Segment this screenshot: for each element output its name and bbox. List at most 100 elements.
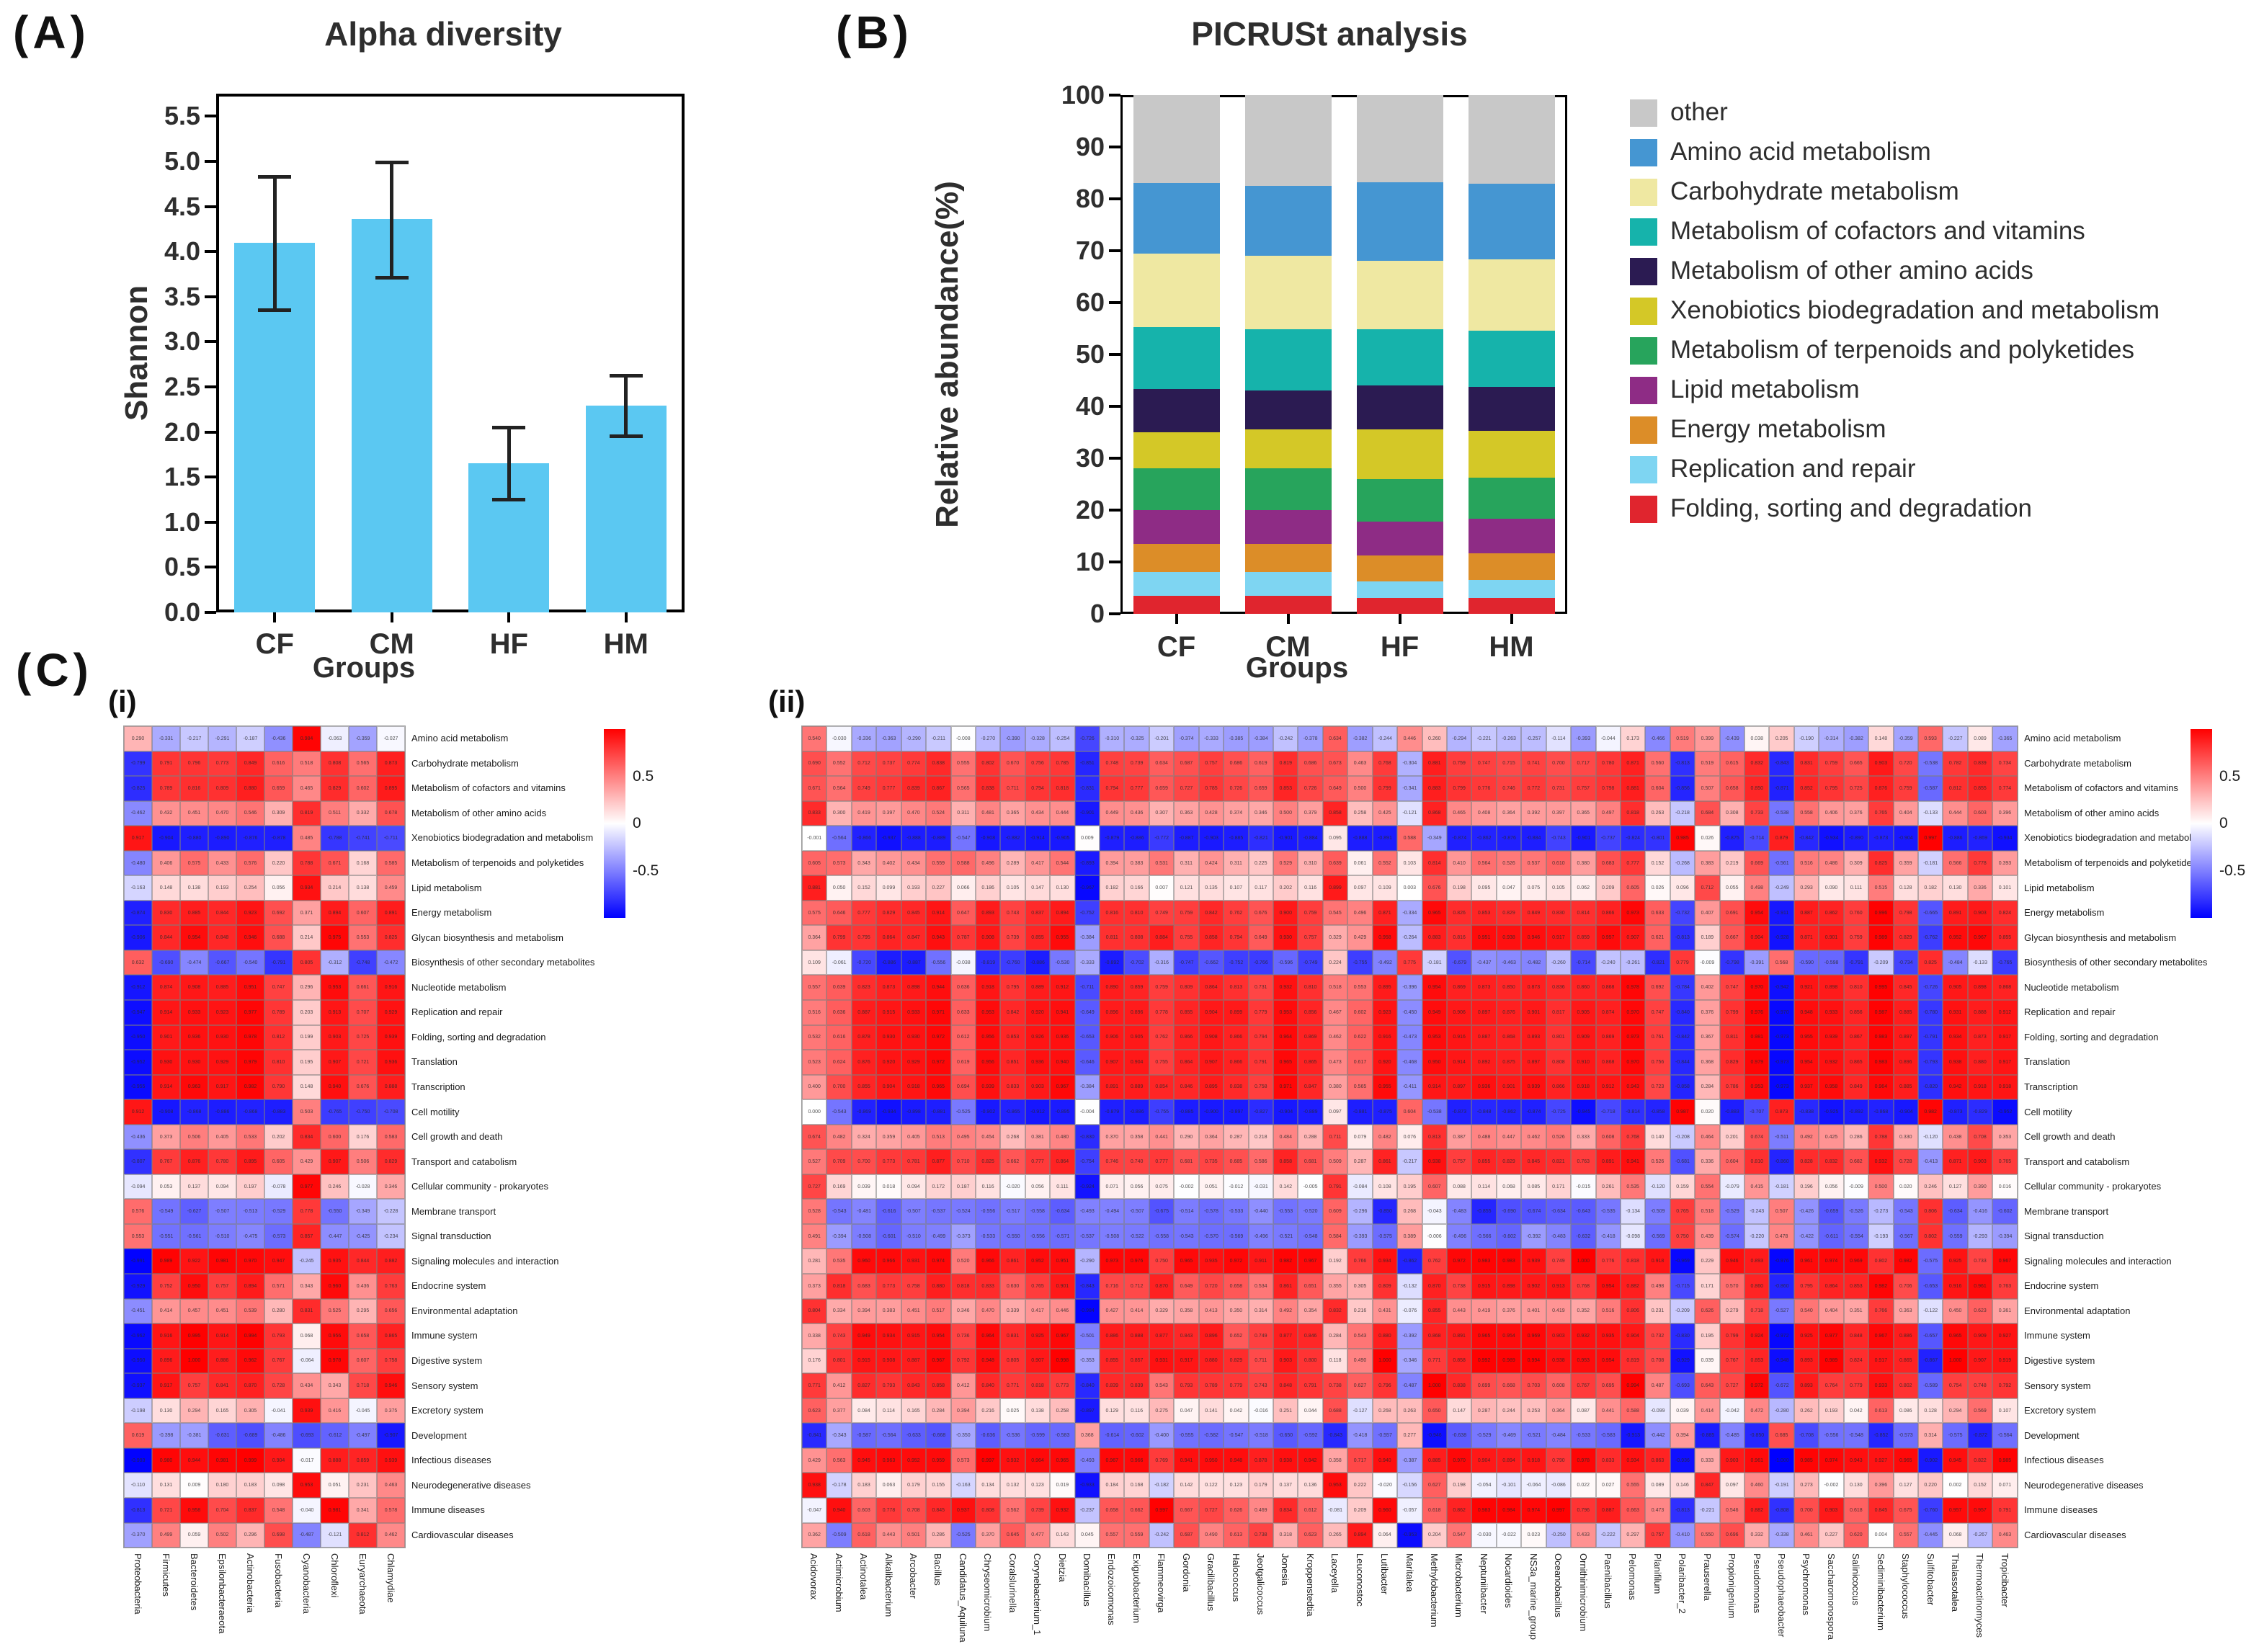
heatmap-cell: 0.965	[1471, 1323, 1497, 1349]
heatmap-cell: 0.946	[236, 925, 264, 950]
heatmap-cell: 0.734	[1992, 751, 2018, 777]
heatmap-cell: 0.955	[1050, 925, 1075, 950]
heatmap-cell: 0.777	[851, 900, 877, 926]
heatmap-cell: 0.439	[1695, 1223, 1720, 1249]
heatmap-cell: 0.718	[1744, 1298, 1770, 1324]
heatmap-cell: -0.807	[124, 1149, 152, 1174]
heatmap-column-label: Halococcus	[1230, 1553, 1242, 1602]
heatmap-cell: -0.945	[1571, 1099, 1596, 1125]
heatmap-cell: -0.567	[1893, 1223, 1918, 1249]
heatmap-cell: 0.739	[1124, 751, 1149, 777]
heatmap-cell: 0.108	[1372, 1174, 1398, 1200]
heatmap-cell: 0.937	[1793, 1074, 1819, 1100]
heatmap-cell: -0.808	[1769, 1497, 1794, 1523]
heatmap-cell: -0.020	[1372, 1473, 1398, 1498]
heatmap-row-label: Transport and catabolism	[411, 1156, 517, 1167]
heatmap-cell: 0.827	[851, 1373, 877, 1398]
legend-swatch	[1630, 416, 1657, 444]
heatmap-cell: -0.331	[152, 726, 180, 751]
heatmap-cell: 0.918	[1992, 1074, 2018, 1100]
heatmap-cell: 0.945	[851, 1447, 877, 1473]
heatmap-cell: 0.086	[1893, 1398, 1918, 1424]
heatmap-cell: -0.208	[1670, 1124, 1695, 1150]
heatmap-row-label: Cell growth and death	[411, 1131, 503, 1143]
heatmap-cell: -0.520	[1298, 1199, 1323, 1224]
heatmap-cell: 0.737	[876, 751, 901, 777]
heatmap-cell: 0.490	[1347, 1348, 1373, 1374]
heatmap-cell: 0.905	[1571, 1000, 1596, 1025]
heatmap-cell: -0.209	[1868, 950, 1894, 975]
y-tick-label: 0	[1089, 599, 1105, 628]
heatmap-cell: 0.380	[1322, 1074, 1348, 1100]
heatmap-cell: 0.765	[1868, 800, 1894, 826]
heatmap-cell: 0.659	[264, 776, 293, 801]
heatmap-cell: 0.169	[826, 1174, 852, 1200]
heatmap-cell: 0.958	[180, 1497, 208, 1523]
heatmap-cell: 0.849	[1843, 1074, 1869, 1100]
heatmap-row-label: Transport and catabolism	[2024, 1156, 2130, 1167]
heatmap-cell: -0.553	[1273, 1199, 1298, 1224]
heatmap-cell: -0.533	[1224, 1199, 1249, 1224]
heatmap-cell: 0.171	[1546, 1174, 1572, 1200]
heatmap-cell: 0.632	[124, 950, 152, 975]
heatmap-cell: 0.962	[236, 1348, 264, 1374]
heatmap-cell: 0.673	[1322, 751, 1348, 777]
heatmap-cell: 0.892	[1471, 1050, 1497, 1075]
heatmap-cell: -0.589	[1917, 1373, 1943, 1398]
stacked-bar-segment	[1356, 521, 1443, 555]
heatmap-cell: 0.868	[1496, 1024, 1522, 1050]
heatmap-cell: 0.904	[876, 1074, 901, 1100]
heatmap-cell: 0.812	[264, 1024, 293, 1050]
y-tick-mark	[205, 205, 216, 208]
heatmap-cell: 0.658	[1100, 1497, 1125, 1523]
error-bar-cap-top	[375, 160, 409, 164]
heatmap-cell: 0.138	[180, 875, 208, 901]
heatmap-cell: 0.869	[1595, 1024, 1621, 1050]
heatmap-cell: 0.855	[1025, 925, 1051, 950]
heatmap-cell: 0.887	[901, 1348, 927, 1374]
heatmap-cell: 0.526	[1645, 1149, 1670, 1174]
heatmap-cell: 0.970	[1620, 1050, 1646, 1075]
error-bar-line	[272, 177, 277, 311]
heatmap-row-label: Development	[411, 1429, 467, 1441]
heatmap-cell: 0.865	[1893, 1348, 1918, 1374]
heatmap-cell: 0.446	[1050, 1298, 1075, 1324]
stacked-bar-segment	[1133, 326, 1220, 390]
heatmap-cell: -0.598	[1819, 950, 1844, 975]
heatmap-cell: -0.218	[1670, 800, 1695, 826]
heatmap-cell: 0.973	[1620, 1024, 1646, 1050]
heatmap-cell: -0.373	[950, 1223, 976, 1249]
heatmap-cell: -0.813	[1670, 751, 1695, 777]
heatmap-cell: 0.816	[1446, 925, 1472, 950]
heatmap-cell: 0.607	[349, 900, 377, 926]
heatmap-cell: -0.061	[826, 950, 852, 975]
heatmap-cell: 0.985	[1992, 1447, 2018, 1473]
heatmap-cell: 0.604	[1645, 776, 1670, 801]
heatmap-column-label: Polaribacter_2	[1677, 1553, 1688, 1614]
legend-swatch	[1630, 218, 1657, 246]
heatmap-cell: 0.447	[1496, 1124, 1522, 1150]
heatmap-cell: -0.260	[1546, 950, 1572, 975]
heatmap-cell: 0.885	[208, 975, 236, 1001]
heatmap-cell: 0.958	[1372, 925, 1398, 950]
heatmap-cell: 0.772	[1521, 776, 1546, 801]
heatmap-cell: 0.855	[851, 1074, 877, 1100]
heatmap-cell: 0.564	[1471, 850, 1497, 876]
heatmap-cell: -0.934	[1819, 826, 1844, 851]
heatmap-cell: 0.994	[1521, 1348, 1546, 1374]
heatmap-cell: -0.508	[1100, 1223, 1125, 1249]
heatmap-cell: 0.913	[321, 1000, 349, 1025]
heatmap-cell: 0.297	[1620, 1522, 1646, 1548]
heatmap-cell: -0.341	[1397, 776, 1422, 801]
heatmap-cell: -0.181	[1422, 950, 1447, 975]
heatmap-cell: -0.486	[264, 1423, 293, 1448]
panel-b-label: (B)	[836, 6, 913, 58]
heatmap-cell: 0.588	[1620, 1398, 1646, 1424]
y-tick-label: 1.5	[164, 462, 200, 492]
heatmap-cell: 0.735	[1198, 1149, 1224, 1174]
error-bar-line	[390, 162, 394, 278]
heatmap-cell: 0.909	[1967, 1323, 1993, 1349]
heatmap-cell: 0.931	[1149, 1348, 1175, 1374]
heatmap-cell: 0.685	[1224, 1149, 1249, 1174]
heatmap-cell: 0.849	[1521, 900, 1546, 926]
